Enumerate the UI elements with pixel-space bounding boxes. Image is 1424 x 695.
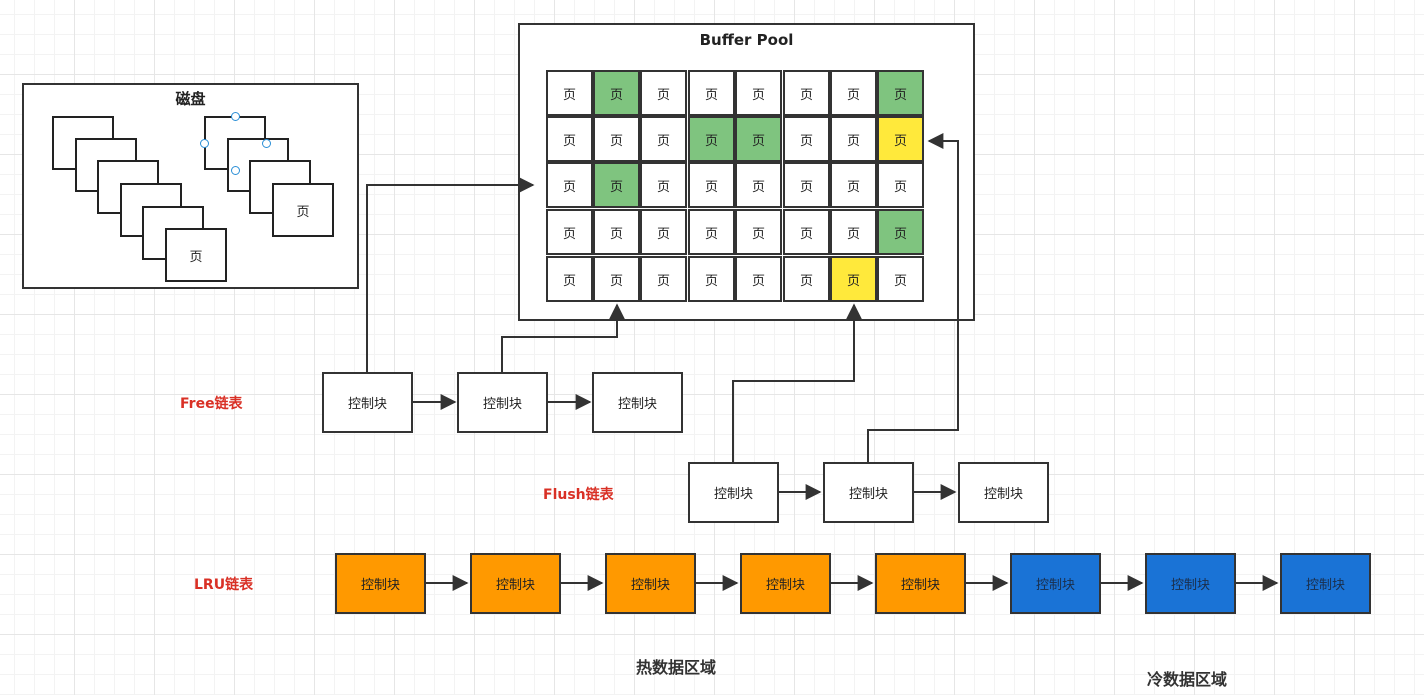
disk-page: 页 xyxy=(272,183,334,237)
disk-page-label: 页 xyxy=(189,249,203,265)
connector-free-to-pool xyxy=(501,303,625,372)
buffer-pool-grid: 页页页页页页页页页页页页页页页页页页页页页页页页页页页页页页页页页页页页页页页页 xyxy=(546,70,926,302)
buffer-pool-page-white[interactable]: 页 xyxy=(877,256,924,302)
free-list-node[interactable]: 控制块 xyxy=(592,372,683,433)
selection-handle[interactable] xyxy=(231,112,240,121)
buffer-pool-page-white[interactable]: 页 xyxy=(688,256,735,302)
buffer-pool-page-white[interactable]: 页 xyxy=(783,256,830,302)
buffer-pool-page-white[interactable]: 页 xyxy=(546,256,593,302)
buffer-pool-page-white[interactable]: 页 xyxy=(830,209,877,255)
buffer-pool-page-white[interactable]: 页 xyxy=(783,209,830,255)
cold-zone-label: 冷数据区域 xyxy=(1147,670,1228,689)
flush-list-label: Flush链表 xyxy=(543,487,614,503)
buffer-pool-page-white[interactable]: 页 xyxy=(593,256,640,302)
disk-title: 磁盘 xyxy=(175,90,206,108)
lru-node-cold[interactable]: 控制块 xyxy=(1010,553,1101,614)
buffer-pool-page-white[interactable]: 页 xyxy=(546,162,593,208)
flush-list-node[interactable]: 控制块 xyxy=(823,462,914,523)
buffer-pool-page-white[interactable]: 页 xyxy=(783,162,830,208)
free-list-label: Free链表 xyxy=(180,396,243,412)
buffer-pool-page-white[interactable]: 页 xyxy=(546,116,593,162)
buffer-pool-page-white[interactable]: 页 xyxy=(735,209,782,255)
free-list-node[interactable]: 控制块 xyxy=(322,372,413,433)
connector-free-to-pool xyxy=(366,177,535,372)
lru-node-hot[interactable]: 控制块 xyxy=(740,553,831,614)
buffer-pool-page-white[interactable]: 页 xyxy=(735,70,782,116)
buffer-pool-page-white[interactable]: 页 xyxy=(830,116,877,162)
buffer-pool-page-white[interactable]: 页 xyxy=(593,116,640,162)
lru-node-cold[interactable]: 控制块 xyxy=(1280,553,1371,614)
buffer-pool-page-green[interactable]: 页 xyxy=(877,209,924,255)
buffer-pool-page-green[interactable]: 页 xyxy=(593,162,640,208)
selection-handle[interactable] xyxy=(200,139,209,148)
buffer-pool-page-white[interactable]: 页 xyxy=(688,209,735,255)
buffer-pool-page-white[interactable]: 页 xyxy=(688,162,735,208)
connector-flush-to-pool xyxy=(867,133,959,462)
buffer-pool-page-white[interactable]: 页 xyxy=(546,209,593,255)
buffer-pool-page-white[interactable]: 页 xyxy=(735,162,782,208)
buffer-pool-page-white[interactable]: 页 xyxy=(640,162,687,208)
lru-list-label: LRU链表 xyxy=(194,577,254,593)
buffer-pool-page-white[interactable]: 页 xyxy=(640,116,687,162)
buffer-pool-page-white[interactable]: 页 xyxy=(877,162,924,208)
buffer-pool-page-white[interactable]: 页 xyxy=(783,70,830,116)
lru-node-hot[interactable]: 控制块 xyxy=(470,553,561,614)
disk-page: 页 xyxy=(165,228,227,282)
buffer-pool-page-green[interactable]: 页 xyxy=(688,116,735,162)
lru-node-cold[interactable]: 控制块 xyxy=(1145,553,1236,614)
lru-node-hot[interactable]: 控制块 xyxy=(335,553,426,614)
lru-node-hot[interactable]: 控制块 xyxy=(875,553,966,614)
buffer-pool-page-yellow[interactable]: 页 xyxy=(877,116,924,162)
buffer-pool-page-white[interactable]: 页 xyxy=(830,70,877,116)
buffer-pool-title: Buffer Pool xyxy=(699,31,794,49)
buffer-pool-page-white[interactable]: 页 xyxy=(783,116,830,162)
buffer-pool-page-white[interactable]: 页 xyxy=(640,256,687,302)
lru-node-hot[interactable]: 控制块 xyxy=(605,553,696,614)
buffer-pool-page-green[interactable]: 页 xyxy=(877,70,924,116)
buffer-pool-page-yellow[interactable]: 页 xyxy=(830,256,877,302)
buffer-pool-page-white[interactable]: 页 xyxy=(688,70,735,116)
hot-zone-label: 热数据区域 xyxy=(636,658,717,677)
selection-handle[interactable] xyxy=(262,139,271,148)
buffer-pool-page-white[interactable]: 页 xyxy=(640,209,687,255)
buffer-pool-page-white[interactable]: 页 xyxy=(593,209,640,255)
connector-flush-to-pool xyxy=(732,303,862,462)
flush-list-node[interactable]: 控制块 xyxy=(958,462,1049,523)
buffer-pool-page-green[interactable]: 页 xyxy=(735,116,782,162)
buffer-pool-page-white[interactable]: 页 xyxy=(546,70,593,116)
disk-page-label: 页 xyxy=(296,204,310,220)
free-list-node[interactable]: 控制块 xyxy=(457,372,548,433)
buffer-pool-page-white[interactable]: 页 xyxy=(830,162,877,208)
buffer-pool-page-white[interactable]: 页 xyxy=(735,256,782,302)
selection-handle[interactable] xyxy=(231,166,240,175)
buffer-pool-page-green[interactable]: 页 xyxy=(593,70,640,116)
flush-list-node[interactable]: 控制块 xyxy=(688,462,779,523)
buffer-pool-page-white[interactable]: 页 xyxy=(640,70,687,116)
